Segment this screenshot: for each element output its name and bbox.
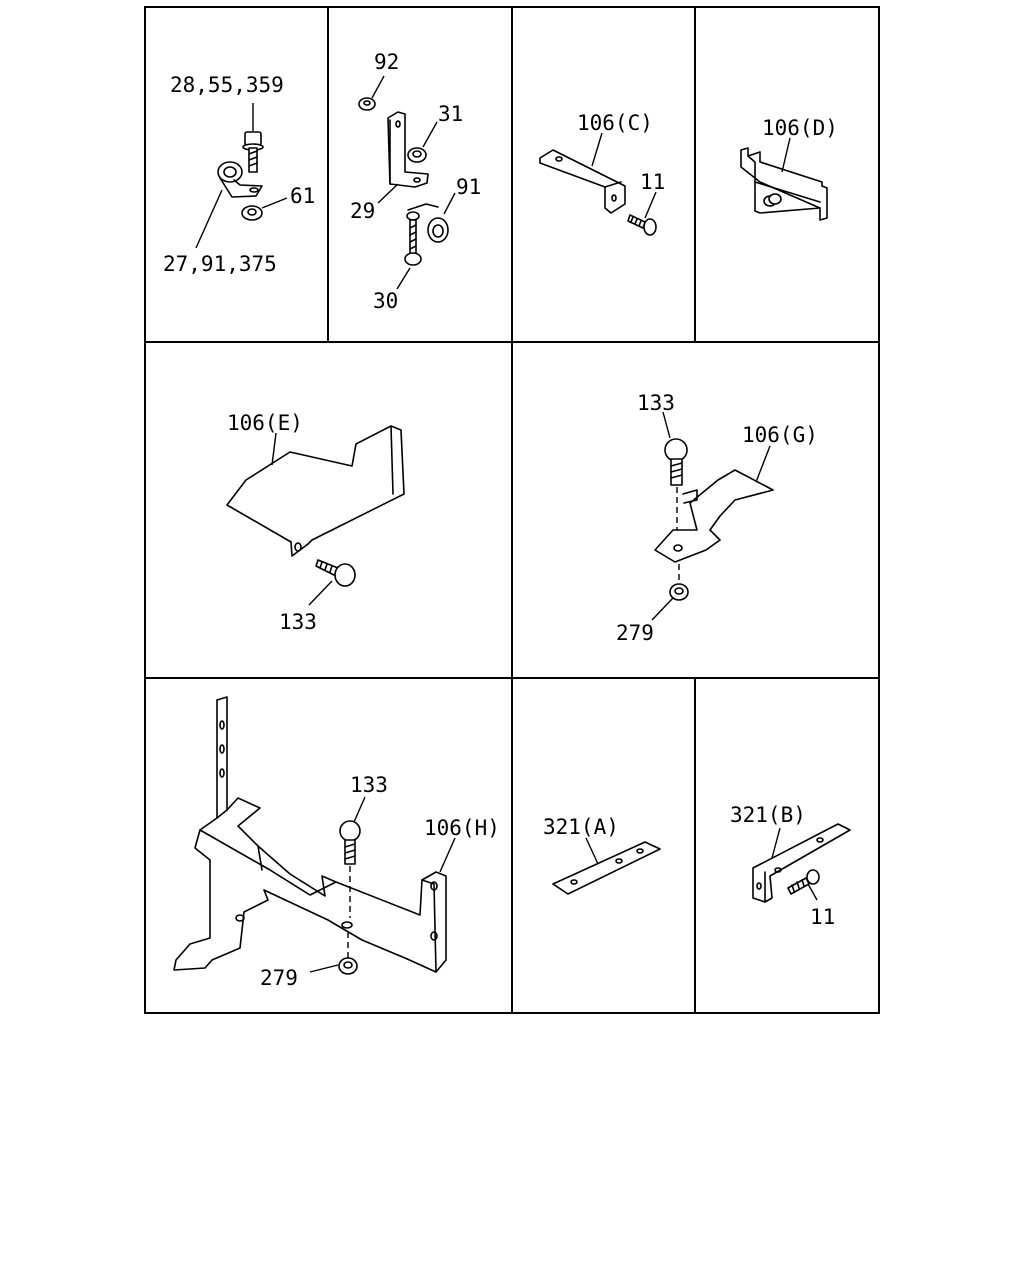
bracket-106c-part [539,149,626,214]
cell-3-bracket-c: 106(C) 11 [539,111,665,236]
cell-4-bracket-d: 106(D) [740,116,838,221]
callout-133: 133 [350,773,388,797]
callout-106e: 106(E) [227,411,303,435]
bracket-106e-part [226,425,405,557]
callout-27-91-375: 27,91,375 [163,252,277,276]
cell-6-bracket-g: 133 106(G) 279 [616,391,818,645]
callout-279: 279 [616,621,654,645]
callout-106d: 106(D) [762,116,838,140]
bolt-133-part [664,438,688,486]
bolt-133-part [339,820,361,865]
cell-9-plate-b: 321(B) 11 [730,803,851,929]
clip-91-part [406,203,449,243]
plate-321a-part [552,841,661,895]
callout-133: 133 [279,610,317,634]
screw-30-part [404,219,422,266]
bracket-106h-part [173,696,447,973]
cell-7-bracket-h: 133 106(H) 279 [173,696,500,990]
cell-8-plate-a: 321(A) [543,815,661,895]
nut-92-part [358,97,376,111]
callout-106c: 106(C) [577,111,653,135]
plate-321b-part [752,823,851,903]
bolt-133-part [315,559,356,587]
callout-321b: 321(B) [730,803,806,827]
cell-2-bracket-assembly: 92 31 91 29 30 [350,50,481,313]
cell-1-clip-assembly: 28,55,359 61 27,91,375 [163,73,315,276]
nut-part [241,205,263,221]
bracket-106d-part [740,147,828,221]
callout-61: 61 [290,184,315,208]
callout-11: 11 [640,170,665,194]
grid-frame [144,6,880,1014]
callout-92: 92 [374,50,399,74]
bolt-part [242,131,264,173]
callout-29: 29 [350,199,375,223]
callout-106g: 106(G) [742,423,818,447]
callout-30: 30 [373,289,398,313]
callout-106h: 106(H) [424,816,500,840]
cell-5-bracket-e: 106(E) 133 [226,411,405,634]
bracket-29-part [387,111,429,188]
callout-31: 31 [438,102,463,126]
bolt-11-part [627,214,657,236]
callout-28-55-359: 28,55,359 [170,73,284,97]
callout-91: 91 [456,175,481,199]
callout-279: 279 [260,966,298,990]
callout-321a: 321(A) [543,815,619,839]
clip-part [217,161,263,198]
callout-133: 133 [637,391,675,415]
nut-279-part [669,583,689,601]
callout-11: 11 [810,905,835,929]
bolt-11-part [787,869,820,895]
bracket-106g-part [654,469,774,563]
nut-31-part [407,147,427,163]
nut-279-part [338,957,358,975]
